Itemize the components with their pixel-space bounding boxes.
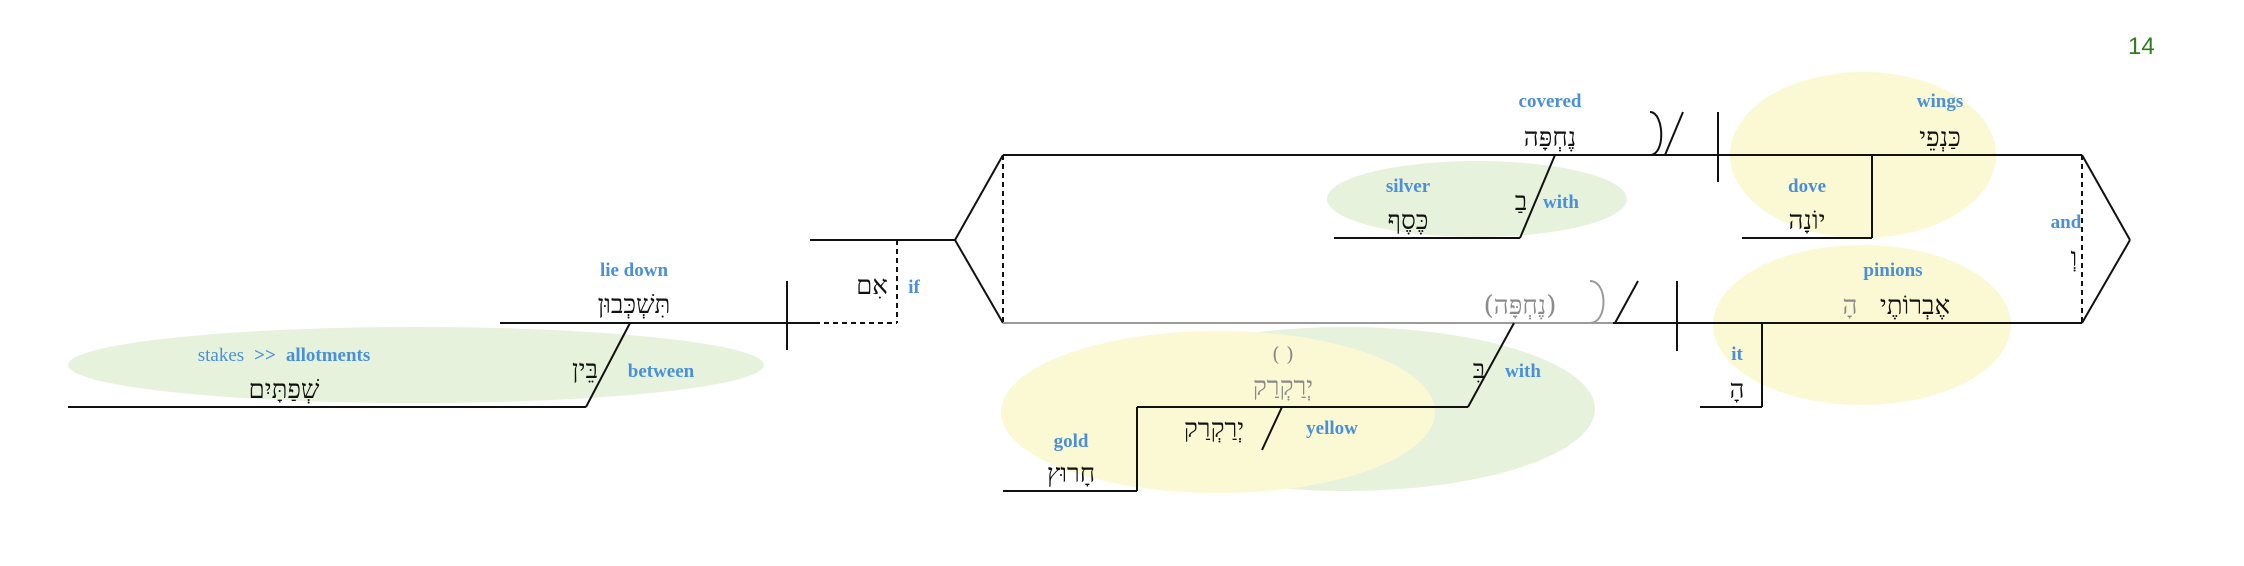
hebrew-kanfei: כַּנְפֵי — [1919, 123, 1961, 153]
hebrew-bet-upper: בַ — [1515, 187, 1528, 217]
gloss-dove: dove — [1788, 176, 1826, 197]
gloss-and: and — [2051, 212, 2082, 233]
gloss-gold: gold — [1054, 431, 1089, 452]
lower-clause-lines — [1003, 280, 1763, 492]
gloss-lie-down: lie down — [600, 260, 669, 281]
hebrew-nechpah: נֶחְפָּה — [1524, 123, 1576, 153]
hebrew-evroteha-suffix: הָ — [1843, 291, 1858, 321]
hebrew-evroteha: אֶבְרוֹתֶי — [1880, 291, 1950, 321]
hebrew-charutz: חָרוּץ — [1047, 459, 1095, 489]
hebrew-nechpah-implied: (נֶחְפָּה) — [1484, 291, 1557, 321]
paren-implied: ( ) — [1272, 342, 1294, 366]
shade-between-phrase — [68, 327, 764, 403]
hebrew-shefattayim: שְׁפַתָּיִם — [249, 375, 321, 405]
hebrew-ha: הָ — [1730, 375, 1745, 405]
gloss-it: it — [1731, 344, 1743, 365]
compound-clause-frame — [954, 154, 2131, 324]
shade-pinions-phrase — [1713, 245, 2011, 405]
gloss-between: between — [628, 361, 695, 382]
hebrew-yeraqraq-implied: יְרַקְרַק — [1253, 372, 1313, 402]
hebrew-yeraqraq: יְרַקְרַק — [1184, 414, 1244, 444]
gloss-wings: wings — [1917, 91, 1963, 112]
gloss-yellow: yellow — [1306, 418, 1358, 439]
upper-clause-lines — [1334, 111, 1873, 239]
hebrew-bet-lower: בִּ — [1473, 355, 1486, 385]
hebrew-bein: בֵּין — [572, 355, 598, 385]
hebrew-im: אִם — [856, 271, 888, 301]
main-clause-lines — [68, 239, 955, 408]
hebrew-yonah: יוֹנָה — [1789, 206, 1826, 236]
page-number: 14 — [2128, 33, 2155, 60]
gloss-pinions: pinions — [1863, 260, 1922, 281]
gloss-with-lower: with — [1505, 361, 1541, 382]
gloss-silver: silver — [1386, 176, 1431, 197]
gloss-stakes-allotments: stakes >> allotments — [198, 345, 371, 366]
shade-silver-phrase — [1327, 161, 1627, 237]
hebrew-vav: וְ — [2071, 243, 2078, 273]
gloss-covered: covered — [1519, 91, 1582, 112]
gloss-if: if — [908, 277, 920, 298]
shade-yellow-gold-phrase — [1001, 331, 1435, 493]
hebrew-tishkevun: תִּשְׁכְּבוּן — [598, 290, 671, 320]
gloss-with-upper: with — [1543, 192, 1579, 213]
hebrew-kesef: כֶּסֶף — [1388, 206, 1429, 236]
